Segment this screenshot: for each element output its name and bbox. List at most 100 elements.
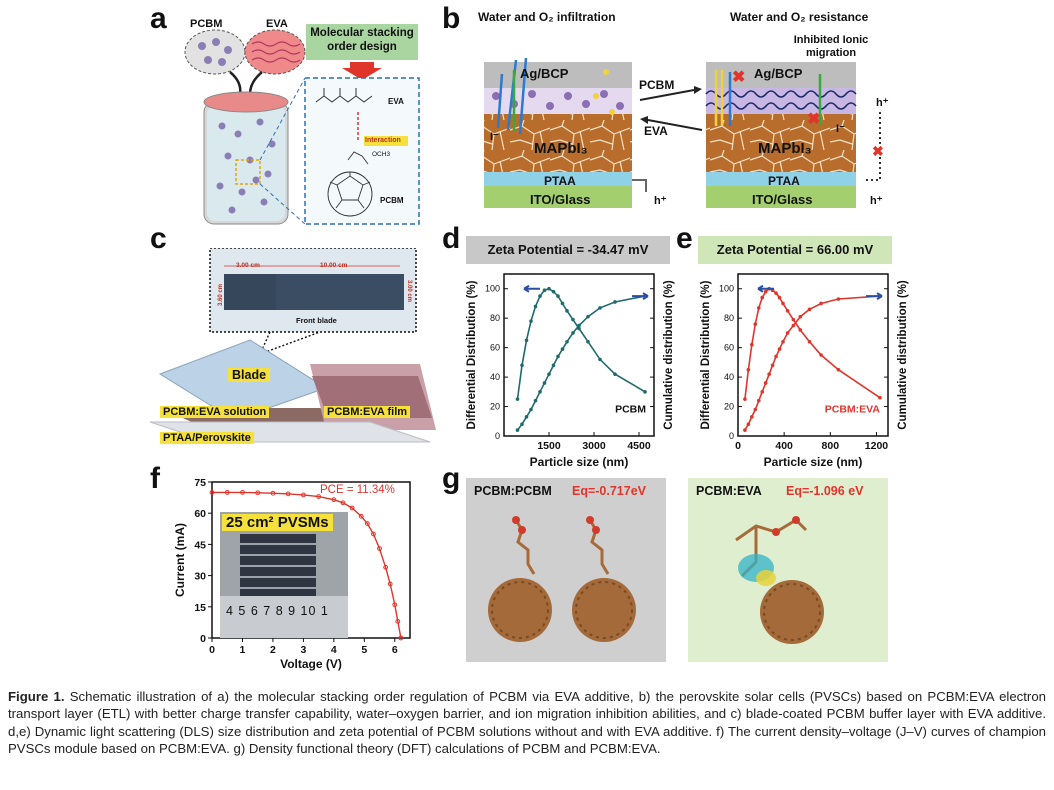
pvsm-inset-label: 25 cm² PVSMs [222, 514, 333, 531]
interaction-label: Interaction [365, 137, 401, 144]
data-point [760, 295, 765, 300]
panel-letter-b: b [442, 2, 461, 35]
data-point [515, 428, 520, 432]
pce-label: PCE = 11.34% [320, 484, 395, 496]
data-point [785, 309, 790, 313]
left-axis-arrow [757, 284, 774, 293]
data-point [767, 372, 771, 376]
data-point [551, 363, 556, 368]
x-axis-label: Voltage (V) [280, 657, 342, 671]
module-photo-inset [220, 512, 348, 638]
right-mapbi3: MAPbI₃ [758, 140, 812, 157]
data-point [785, 331, 790, 335]
jv-point [387, 581, 393, 587]
panel-letter-g: g [442, 462, 461, 495]
y-tick-label: 60 [490, 343, 500, 353]
ruler [220, 596, 348, 638]
series-label: PCBM:EVA [825, 403, 881, 415]
y-tick-label: 45 [194, 539, 206, 551]
y-axis-label: Differential Distribution (%) [466, 280, 478, 429]
x-tick-label: 6 [392, 644, 398, 656]
eva-arrow-label: EVA [644, 124, 668, 138]
data-point [538, 294, 542, 298]
right-axis-arrow [632, 292, 649, 300]
svg-text:✖: ✖ [732, 69, 745, 86]
plot-frame [737, 273, 889, 437]
data-point [643, 390, 647, 394]
data-point [560, 301, 565, 306]
y-tick-label: 20 [490, 402, 500, 412]
jv-point [398, 635, 404, 641]
y-tick-label: 100 [485, 284, 500, 294]
figure-caption: Figure 1. Schematic illustration of a) t… [8, 688, 1046, 758]
x-tick-label: 2 [270, 644, 276, 656]
data-point [791, 323, 796, 328]
data-point [743, 428, 747, 432]
y-tick-label: 15 [194, 602, 206, 614]
x-tick-label: 0 [735, 440, 741, 452]
y-tick-label: 100 [719, 284, 734, 294]
y-tick-label: 60 [194, 508, 206, 520]
jv-point [358, 513, 364, 519]
data-point [556, 294, 560, 298]
y2-axis-label: Cumulative distribution (%) [663, 280, 675, 430]
design-box-label: Molecular stacking order design [310, 27, 414, 53]
data-point [529, 407, 533, 412]
left-ptaa: PTAA [544, 174, 576, 188]
data-point [520, 422, 524, 427]
zeta-title-e: Zeta Potential = 66.00 mV [698, 236, 892, 264]
pcbm-structure-label: PCBM [380, 196, 404, 205]
data-point [791, 317, 796, 322]
dim-3-60cm: 3.60 cm [218, 283, 225, 307]
jv-curve [212, 491, 402, 639]
right-iminus: I⁻ [836, 123, 845, 135]
panel-letter-a: a [150, 2, 167, 35]
data-point [586, 314, 590, 319]
data-point [774, 354, 778, 359]
data-point [756, 306, 761, 310]
data-point [565, 309, 569, 313]
data-point [770, 363, 775, 368]
jv-point [371, 531, 376, 537]
eva-structure-label: EVA [388, 97, 404, 106]
data-point [529, 319, 533, 323]
g-left-molecule-1 [488, 516, 552, 642]
panel-a-illustration [184, 24, 420, 225]
y-tick-label: 0 [729, 431, 734, 441]
data-point [774, 291, 778, 295]
y-tick-label: 30 [194, 571, 206, 583]
jv-point [300, 492, 306, 498]
x-tick-label: 3 [300, 644, 306, 656]
data-point [571, 317, 575, 322]
data-point [750, 415, 754, 419]
y-tick-label: 80 [490, 313, 500, 323]
panel-letter-c: c [150, 222, 167, 255]
svg-text:✖: ✖ [807, 111, 820, 128]
left-hplus: h⁺ [654, 195, 667, 207]
caption-text: Schematic illustration of a) the molecul… [8, 689, 1046, 757]
left-device-title: Water and O₂ infiltration [478, 10, 616, 24]
y-axis-label: Current (mA) [173, 523, 187, 597]
data-point [565, 339, 569, 344]
data-point [743, 397, 747, 401]
data-point [798, 314, 803, 319]
left-mapbi3: MAPbI₃ [534, 140, 588, 157]
y-tick-label: 0 [200, 633, 206, 645]
jv-point [349, 505, 355, 511]
data-point [746, 422, 751, 427]
inhibited-label: Inhibited Ionic migration [793, 34, 869, 59]
g-left-title: PCBM:PCBM [474, 484, 552, 498]
g-molecules [488, 516, 824, 644]
data-point [520, 363, 524, 368]
y-tick-label: 0 [495, 431, 500, 441]
g-left-molecule-2 [572, 516, 636, 642]
data-point [836, 297, 841, 301]
data-point [753, 322, 758, 326]
data-point [807, 339, 812, 344]
data-point [613, 300, 617, 304]
jv-point [270, 490, 276, 496]
module-photo [240, 534, 316, 608]
jv-point [209, 490, 215, 495]
